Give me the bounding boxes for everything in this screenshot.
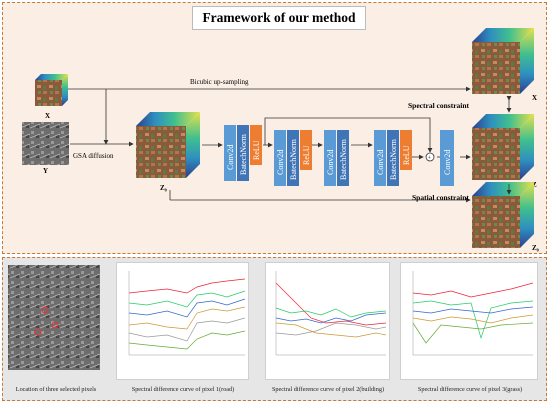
chart-pixel1: [116, 262, 249, 380]
block3-bn-label: BatechNorm: [339, 138, 348, 180]
block-3: [324, 130, 349, 186]
chart1-svg: [128, 271, 246, 356]
block1-conv-label: Conv2d: [226, 145, 235, 170]
x-label: X: [45, 112, 50, 120]
block-2: [274, 130, 312, 186]
framework-panel: [2, 2, 547, 254]
chart3-caption: Spectral difference curve of pixel 3(gra…: [417, 386, 523, 393]
chart2-svg: [275, 271, 387, 356]
diagram-title: Framework of our method: [192, 6, 366, 30]
z-output-cube: [472, 114, 534, 180]
block2-conv-label: Conv2d: [276, 150, 285, 175]
z0-label: Z₀: [160, 184, 167, 192]
final-conv: [440, 130, 454, 186]
location-caption: Location of three selected pixels: [15, 386, 97, 393]
y-pan-image: [22, 122, 69, 165]
x-input-cube: [35, 74, 68, 106]
chart3-svg: [412, 271, 534, 356]
block1-relu-label: ReLU: [252, 140, 261, 160]
x-output-label: X: [532, 94, 537, 102]
gsa-label: GSA diffusion: [73, 152, 114, 160]
block2-bn-label: BatechNorm: [289, 138, 298, 180]
z-output-label: Z: [532, 181, 537, 189]
chart2-caption: Spectral difference curve of pixel 2(bui…: [271, 386, 385, 393]
block4-bn-label: BatechNorm: [389, 138, 398, 180]
chart1-caption: Spectral difference curve of pixel 1(roa…: [131, 386, 235, 393]
z0-output-label: Z₀: [532, 244, 539, 252]
x-output-cube: [472, 28, 534, 94]
block3-conv-label: Conv2d: [326, 150, 335, 175]
upsample-label: Bicubic up-sampling: [190, 78, 249, 86]
chart-pixel2: [265, 262, 390, 380]
block2-relu-label: ReLU: [302, 145, 311, 165]
spatial-constraint-label: Spatial constraint: [412, 193, 469, 202]
spectral-constraint-label: Spectral constraint: [408, 101, 470, 110]
location-image: [8, 265, 100, 370]
svg-text:+: +: [428, 156, 432, 162]
block4-conv-label: Conv2d: [376, 150, 385, 175]
block-1: [224, 125, 262, 181]
block1-bn-label: BatechNorm: [239, 133, 248, 175]
z0-cube: [136, 112, 200, 178]
chart-pixel3: [400, 262, 538, 380]
y-label: Y: [43, 167, 48, 175]
final-conv-label: Conv2d: [443, 150, 452, 175]
block4-relu-label: ReLU: [402, 145, 411, 165]
add-node: [425, 152, 435, 162]
block-4: [374, 130, 412, 186]
z0-output-cube: [472, 182, 534, 248]
